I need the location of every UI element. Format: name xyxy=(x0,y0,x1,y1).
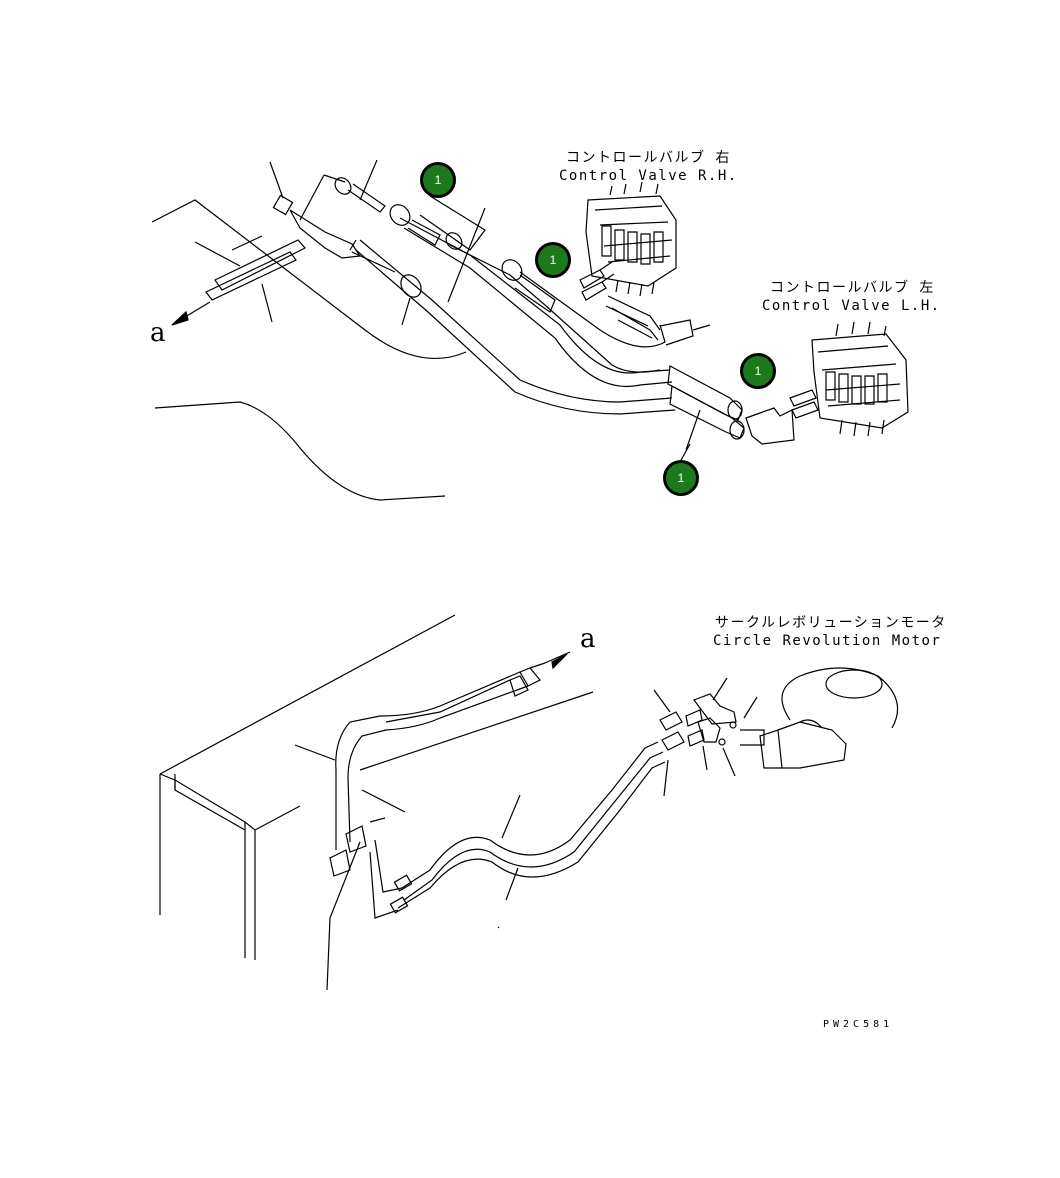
frame-lower-curve xyxy=(155,402,445,500)
bottom-assembly xyxy=(160,615,898,990)
hose-top-1 xyxy=(400,218,670,373)
circle-motor-jp-label: サークルレボリューションモータ xyxy=(715,615,947,631)
hose-top-6 xyxy=(356,250,675,414)
control-valve-rh-en-label: Control Valve R.H. xyxy=(559,168,738,184)
body-outline xyxy=(160,615,455,774)
drawing-code: PW2C581 xyxy=(823,1019,894,1030)
hose-top-5 xyxy=(360,240,672,402)
control-valve-lh-en-label: Control Valve L.H. xyxy=(762,298,941,314)
callout-badge: 1 xyxy=(535,242,571,278)
control-valve-rh-jp-label: コントロールバルブ 右 xyxy=(566,150,731,166)
hose-top-4 xyxy=(520,272,665,347)
control-valve-lh-jp-label: コントロールバルブ 左 xyxy=(770,280,935,296)
callout-badge: 1 xyxy=(663,460,699,496)
view-arrow-top-label: a xyxy=(150,318,166,348)
view-arrow-top-head xyxy=(172,312,188,325)
hose-top-3 xyxy=(450,245,660,372)
control-valve-lh xyxy=(790,322,908,436)
frame-outline-top xyxy=(152,200,466,358)
circle-motor-en-label: Circle Revolution Motor xyxy=(713,633,942,649)
hose-top-2 xyxy=(404,228,672,386)
circle-revolution-motor xyxy=(740,668,898,768)
control-valve-rh xyxy=(580,182,676,300)
callout-badge: 1 xyxy=(420,162,456,198)
callout-badge: 1 xyxy=(740,353,776,389)
view-arrow-bottom-head xyxy=(552,654,567,668)
top-assembly xyxy=(152,160,908,500)
view-arrow-bottom-label: a xyxy=(580,624,596,654)
